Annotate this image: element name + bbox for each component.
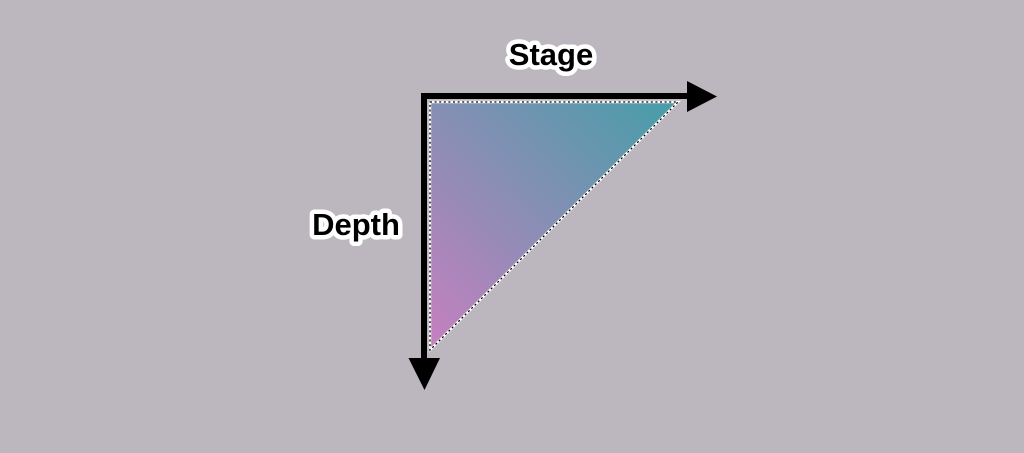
axes-lines xyxy=(421,93,689,360)
stage-axis-label: Stage xyxy=(509,37,593,72)
depth-axis-label: Depth xyxy=(312,207,400,242)
gradient-triangle-dotted-border xyxy=(429,101,680,352)
stage-axis-arrowhead-icon xyxy=(687,81,717,112)
depth-axis-arrowhead-icon xyxy=(408,358,440,390)
gradient-triangle xyxy=(428,100,681,353)
axes xyxy=(408,81,717,390)
